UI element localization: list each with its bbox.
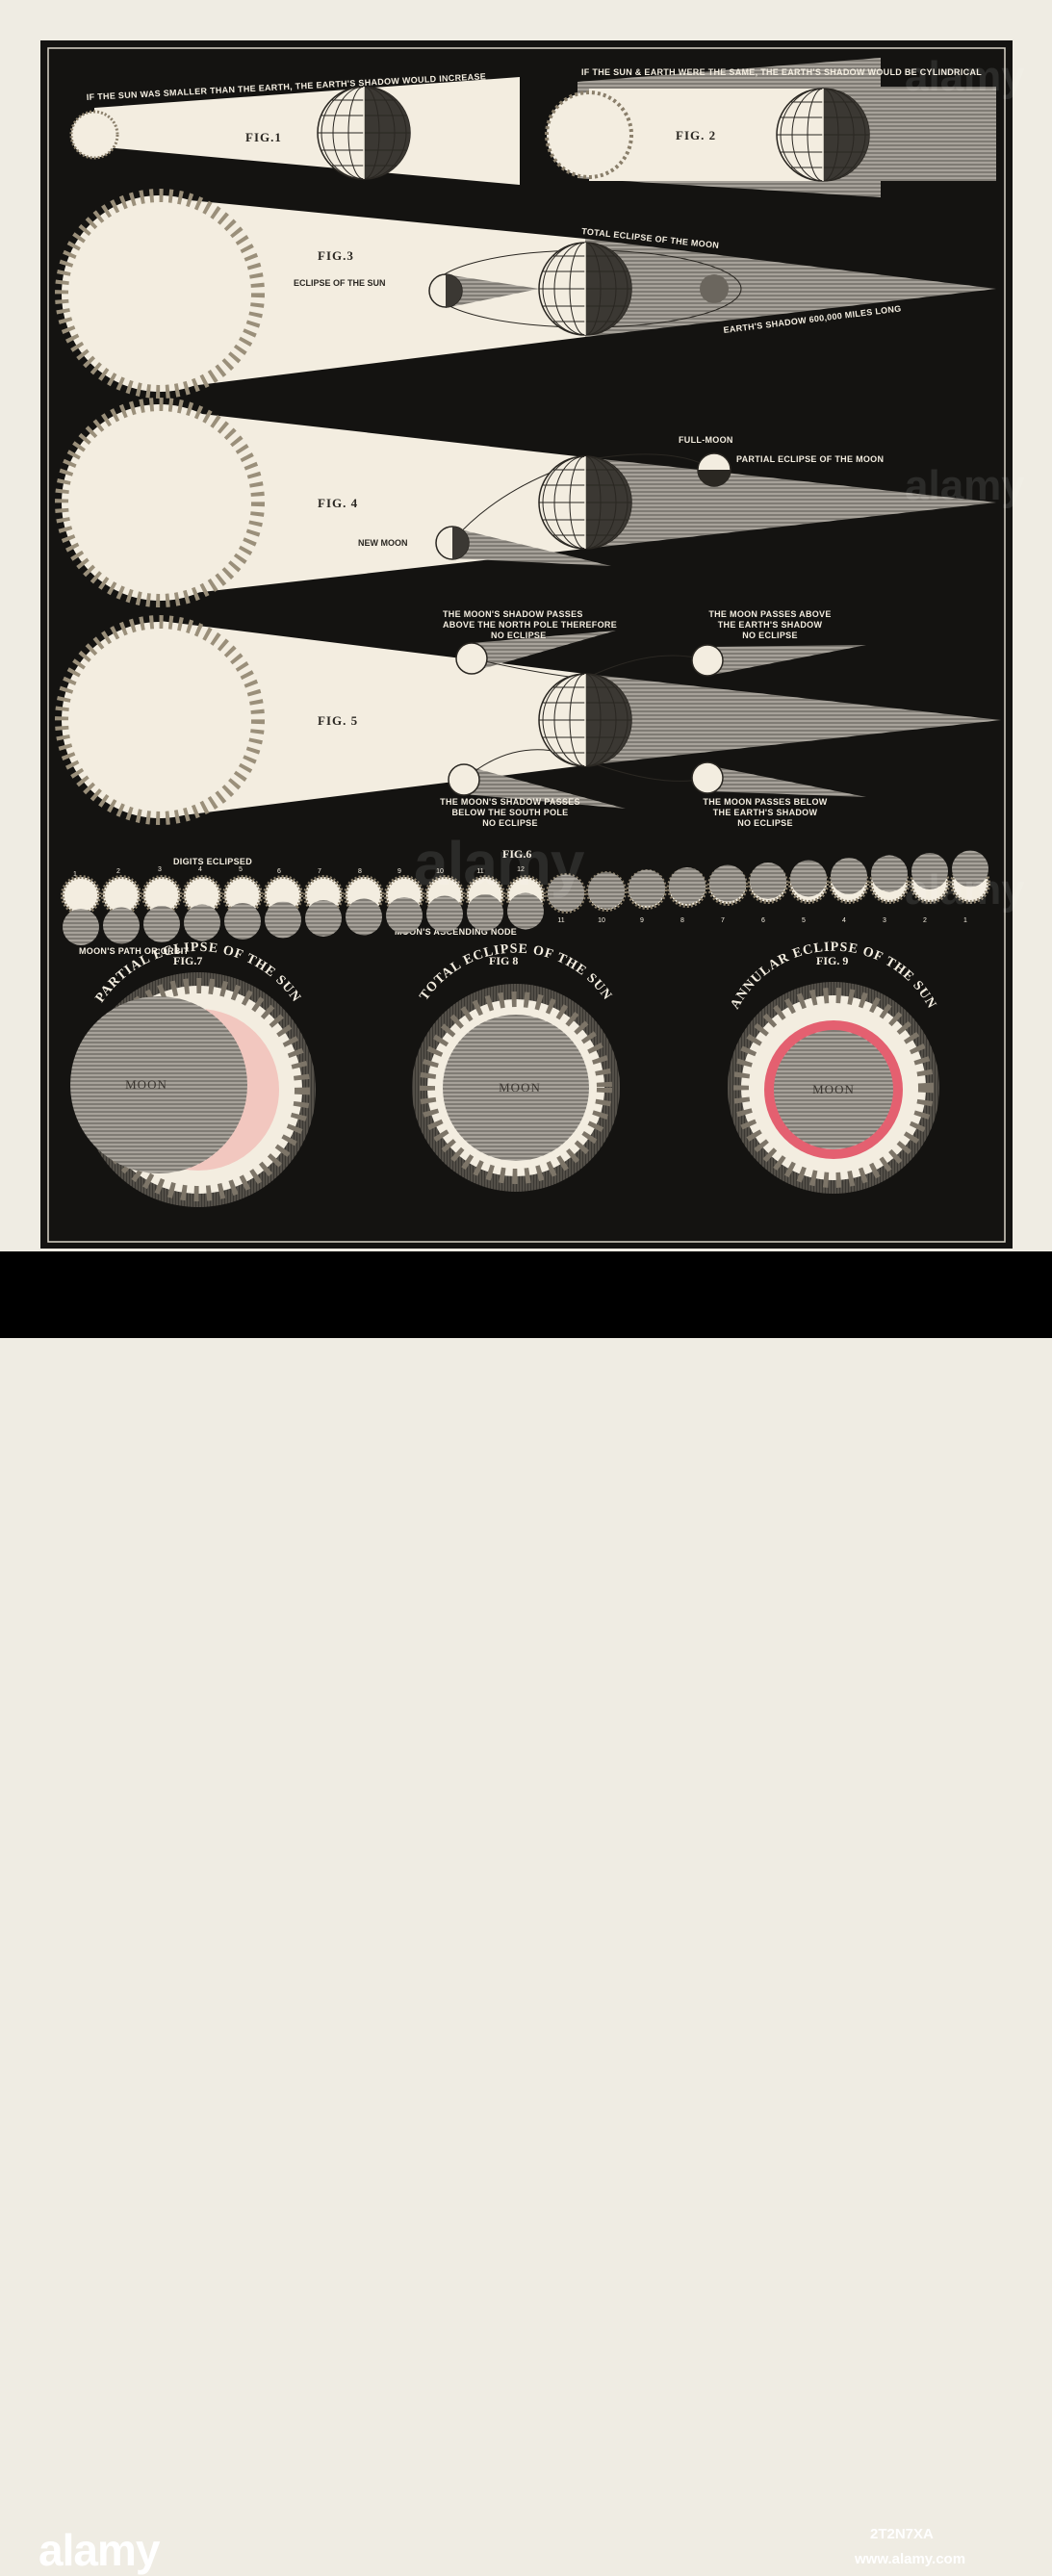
fig4-full-moon-label: FULL-MOON: [679, 435, 733, 445]
fig6-moon-disc: [871, 856, 908, 892]
fig5-note-tr-line2: THE EARTH'S SHADOW: [718, 620, 823, 630]
fig6-moon-disc: [63, 909, 99, 945]
fig6-bottom-num: 11: [557, 917, 564, 924]
fig6-label: FIG.6: [502, 847, 531, 861]
fig6-moon-disc: [386, 897, 423, 934]
fig5-sun: [62, 622, 258, 818]
stock-banner: alamy 2T2N7XA www.alamy.com: [0, 1251, 1052, 1338]
fig2-earth: [777, 89, 869, 181]
eclipse-plate: FIG.1 IF THE SUN WAS SMALLER THAN THE EA…: [0, 0, 1052, 1251]
fig4-partial-eclipse-label: PARTIAL ECLIPSE OF THE MOON: [736, 454, 884, 464]
fig5-note-br-line2: THE EARTH'S SHADOW: [713, 808, 818, 817]
fig2-caption: IF THE SUN & EARTH WERE THE SAME, THE EA…: [581, 67, 982, 77]
fig5-note-bl-line1: THE MOON'S SHADOW PASSES: [440, 797, 580, 807]
fig5-note-bl-line2: BELOW THE SOUTH POLE: [451, 808, 568, 817]
fig6-moon-disc: [507, 893, 544, 930]
fig6-moon-disc: [103, 908, 140, 944]
fig6-sun-disc: [63, 877, 99, 914]
fig6-bottom-num: 10: [598, 917, 605, 924]
stock-url[interactable]: www.alamy.com: [855, 2551, 965, 2567]
fig1-earth: [318, 87, 410, 179]
fig6-moon-disc: [709, 865, 746, 902]
fig5-earth: [539, 674, 631, 766]
fig4-earth: [539, 456, 631, 549]
fig6-bottom-num: 3: [883, 917, 886, 924]
fig1-label: FIG.1: [245, 130, 282, 144]
fig6-top-num: 5: [239, 866, 243, 873]
fig6-moon-disc: [831, 858, 867, 894]
fig6-moon-disc: [750, 863, 786, 899]
fig5-moon-top-right: [692, 645, 723, 676]
fig6-moon-disc: [911, 853, 948, 889]
fig6-moon-disc: [224, 903, 261, 940]
fig3-eclipsed-moon: [700, 274, 729, 303]
fig6-moon-disc: [467, 894, 503, 931]
fig6-moon-disc: [790, 861, 827, 897]
fig5-note-tl-line3: NO ECLIPSE: [491, 631, 547, 640]
stock-brand-logo[interactable]: alamy: [38, 2524, 159, 2576]
fig6-bottom-num: 7: [721, 917, 725, 924]
fig6-digits-eclipsed: DIGITS ECLIPSED: [173, 857, 252, 866]
fig5-note-tl-line2: ABOVE THE NORTH POLE THEREFORE: [443, 620, 617, 630]
fig8-moon-label: MOON: [499, 1080, 541, 1095]
fig3-eclipse-sun: ECLIPSE OF THE SUN: [294, 278, 386, 288]
fig2-sun: [547, 92, 631, 177]
fig9-moon-label: MOON: [812, 1082, 855, 1096]
fig5-note-tr-line3: NO ECLIPSE: [742, 631, 798, 640]
fig6-top-num: 6: [277, 868, 281, 875]
fig5-note-br-line3: NO ECLIPSE: [737, 818, 793, 828]
fig6-top-num: 1: [73, 871, 77, 878]
fig6-top-num: 3: [158, 866, 162, 873]
fig2-label: FIG. 2: [676, 128, 716, 142]
fig6-bottom-num: 1: [963, 917, 967, 924]
fig7-moon-label: MOON: [125, 1077, 167, 1092]
fig6-top-num: 9: [398, 868, 401, 875]
fig3-label: FIG.3: [318, 248, 354, 263]
fig6-moon-disc: [669, 867, 706, 904]
stock-image-id: 2T2N7XA: [870, 2526, 934, 2542]
fig6-moon-disc: [184, 905, 220, 941]
fig6-top-num: 10: [436, 868, 444, 875]
fig6-moon-disc: [305, 900, 342, 937]
fig9-label: FIG. 9: [816, 954, 848, 967]
fig5-moon-top-left: [456, 643, 487, 674]
fig6-bottom-num: 9: [640, 917, 644, 924]
fig6-top-num: 8: [358, 868, 362, 875]
fig6-moon-disc: [346, 899, 382, 936]
fig6-moon-disc: [426, 896, 463, 933]
fig3-sun: [62, 195, 258, 392]
fig1-sun: [71, 112, 117, 158]
fig6-bottom-num: 6: [761, 917, 765, 924]
fig5-note-bl-line3: NO ECLIPSE: [482, 818, 538, 828]
fig6-bottom-num: 5: [802, 917, 806, 924]
fig6-moon-disc: [588, 872, 625, 909]
fig6-moon-disc: [265, 902, 301, 939]
fig6-top-num: 7: [318, 868, 321, 875]
fig6-moon-disc: [629, 870, 665, 907]
fig5-moon-bottom-right: [692, 762, 723, 793]
fig6-bottom-num: 2: [923, 917, 927, 924]
fig6-moon-disc: [952, 851, 988, 888]
fig6-moon-disc: [548, 875, 584, 912]
fig5-note-tr-line1: THE MOON PASSES ABOVE: [708, 609, 831, 619]
fig6-bottom-num: 4: [842, 917, 846, 924]
fig6-top-num: 11: [476, 868, 483, 875]
fig5-moon-bottom-left: [449, 764, 479, 795]
fig6-top-num: 12: [517, 866, 525, 873]
fig6-bottom-num: 8: [680, 917, 684, 924]
fig6-top-num: 2: [116, 868, 120, 875]
fig4-label: FIG. 4: [318, 496, 358, 510]
fig5-note-tl-line1: THE MOON'S SHADOW PASSES: [443, 609, 583, 619]
fig4-sun: [62, 404, 258, 601]
fig6-top-num: 4: [198, 866, 202, 873]
fig3-earth: [539, 243, 631, 335]
fig6-moon-disc: [143, 906, 180, 942]
fig4-new-moon-label: NEW MOON: [358, 538, 408, 548]
fig5-note-br-line1: THE MOON PASSES BELOW: [703, 797, 827, 807]
fig5-label: FIG. 5: [318, 713, 358, 728]
